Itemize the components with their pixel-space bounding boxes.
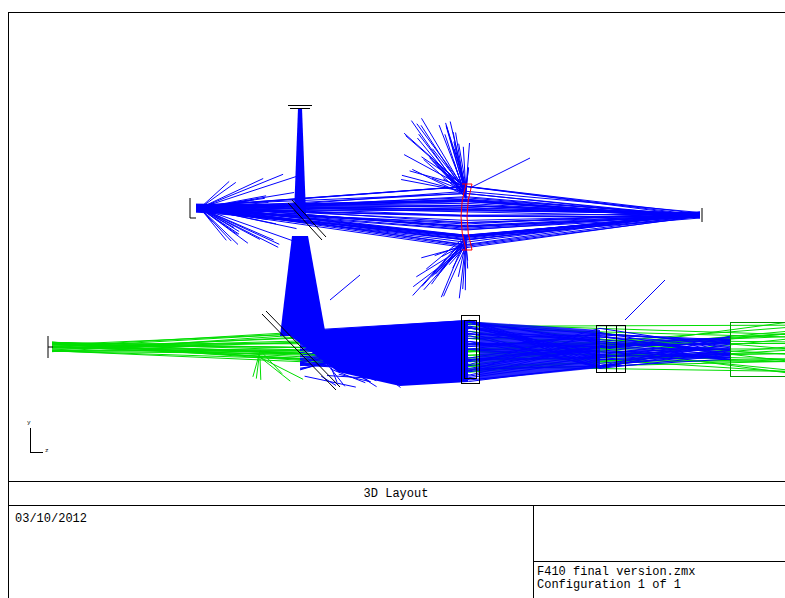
fold-mirror	[292, 200, 326, 237]
axis-line	[30, 428, 31, 453]
ray	[260, 350, 282, 373]
ray	[453, 243, 466, 268]
beam	[294, 108, 306, 214]
ray	[196, 194, 700, 217]
ray	[196, 200, 700, 218]
ray	[200, 208, 299, 243]
beam-splitter	[266, 311, 340, 387]
ray	[200, 208, 237, 235]
ray	[422, 238, 466, 287]
axis-label: z	[45, 448, 49, 454]
beam-splitter	[262, 314, 336, 390]
lens	[597, 326, 607, 373]
title-rule	[8, 505, 785, 506]
ray	[305, 376, 356, 387]
ray	[404, 155, 466, 189]
ray	[256, 350, 260, 379]
source	[190, 198, 191, 218]
ray	[196, 187, 700, 217]
ray	[196, 207, 700, 237]
ray	[200, 181, 229, 208]
ray	[419, 134, 466, 196]
ray	[196, 205, 700, 228]
ray	[196, 202, 700, 218]
window	[731, 323, 785, 377]
fold-mirror	[288, 203, 322, 240]
detector	[288, 105, 312, 106]
ray	[446, 123, 466, 194]
optical-elements	[48, 106, 785, 391]
beam-fill	[280, 108, 600, 386]
plot-date: 03/10/2012	[15, 513, 87, 525]
blue-rays	[196, 118, 730, 387]
title-rule	[8, 481, 785, 482]
beam	[480, 322, 600, 380]
lens	[461, 184, 472, 250]
beam	[285, 320, 468, 386]
source	[48, 347, 53, 348]
axis-line	[30, 452, 43, 453]
ray	[200, 208, 278, 247]
lens	[607, 326, 617, 373]
ray	[196, 208, 700, 229]
stray-ray	[330, 275, 360, 300]
ray	[417, 124, 466, 190]
lens	[617, 326, 626, 373]
ray	[196, 206, 700, 246]
ray	[406, 136, 466, 189]
ray	[260, 357, 290, 381]
ray	[466, 143, 470, 188]
ray	[200, 208, 260, 239]
cell-rule	[533, 505, 534, 598]
ray	[196, 207, 700, 236]
ray	[200, 208, 231, 241]
ray	[260, 357, 303, 379]
beam	[280, 236, 326, 336]
ray	[196, 207, 700, 236]
source	[190, 218, 196, 219]
image-plane	[702, 208, 703, 222]
stray-ray	[625, 280, 665, 320]
axis-indicator	[30, 428, 43, 453]
cell-rule	[533, 561, 785, 562]
ray	[200, 174, 283, 208]
ray	[432, 237, 467, 284]
lens	[462, 316, 480, 384]
ray	[196, 186, 700, 215]
ray	[402, 175, 466, 192]
ray	[200, 174, 303, 208]
ray	[444, 246, 467, 296]
ray	[413, 237, 466, 296]
plot-border	[9, 13, 785, 598]
lens	[465, 321, 477, 379]
ray	[260, 358, 262, 380]
stray-ray	[470, 158, 530, 188]
configuration: Configuration 1 of 1	[537, 579, 681, 591]
axis-label: y	[27, 420, 31, 426]
file-name: F410 final version.zmx	[537, 566, 695, 578]
ray	[200, 207, 285, 209]
detector	[290, 108, 310, 109]
ray	[200, 208, 279, 244]
frame	[8, 13, 785, 598]
plot-title: 3D Layout	[364, 488, 429, 500]
ray	[200, 179, 263, 209]
stray-rays	[330, 158, 665, 320]
